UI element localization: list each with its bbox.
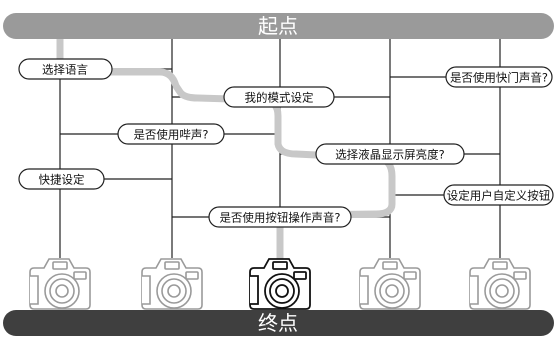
camera-icon <box>359 258 421 310</box>
node-quick-settings-label: 快捷设定 <box>39 173 85 187</box>
node-use-beep: 是否使用哔声? <box>117 123 225 145</box>
camera-icon-highlighted <box>249 258 311 310</box>
node-lcd-brightness-label: 选择液晶显示屏亮度? <box>335 148 445 162</box>
node-my-mode-settings-label: 我的模式设定 <box>245 91 314 105</box>
end-label: 终点 <box>258 311 298 335</box>
node-lcd-brightness: 选择液晶显示屏亮度? <box>315 143 465 165</box>
node-custom-button-label: 设定用户自定义按钮 <box>447 189 551 203</box>
camera-icon <box>469 258 531 310</box>
camera-icon <box>29 258 91 310</box>
node-custom-button: 设定用户自定义按钮 <box>443 184 554 206</box>
start-bar: 起点 <box>3 13 554 39</box>
highlighted-route <box>56 34 396 262</box>
node-use-button-sound-label: 是否使用按钮操作声音? <box>219 211 340 225</box>
node-use-button-sound: 是否使用按钮操作声音? <box>208 206 352 228</box>
node-use-beep-label: 是否使用哔声? <box>133 128 208 142</box>
node-use-shutter-sound: 是否使用快门声音? <box>445 66 553 88</box>
camera-row <box>29 258 531 310</box>
node-use-shutter-sound-label: 是否使用快门声音? <box>450 71 548 85</box>
node-select-language: 选择语言 <box>18 58 113 80</box>
end-bar: 终点 <box>3 310 554 336</box>
node-select-language-label: 选择语言 <box>42 63 88 77</box>
node-my-mode-settings: 我的模式设定 <box>223 86 335 108</box>
node-quick-settings: 快捷设定 <box>18 168 105 190</box>
start-label: 起点 <box>258 14 298 38</box>
camera-icon <box>141 258 203 310</box>
